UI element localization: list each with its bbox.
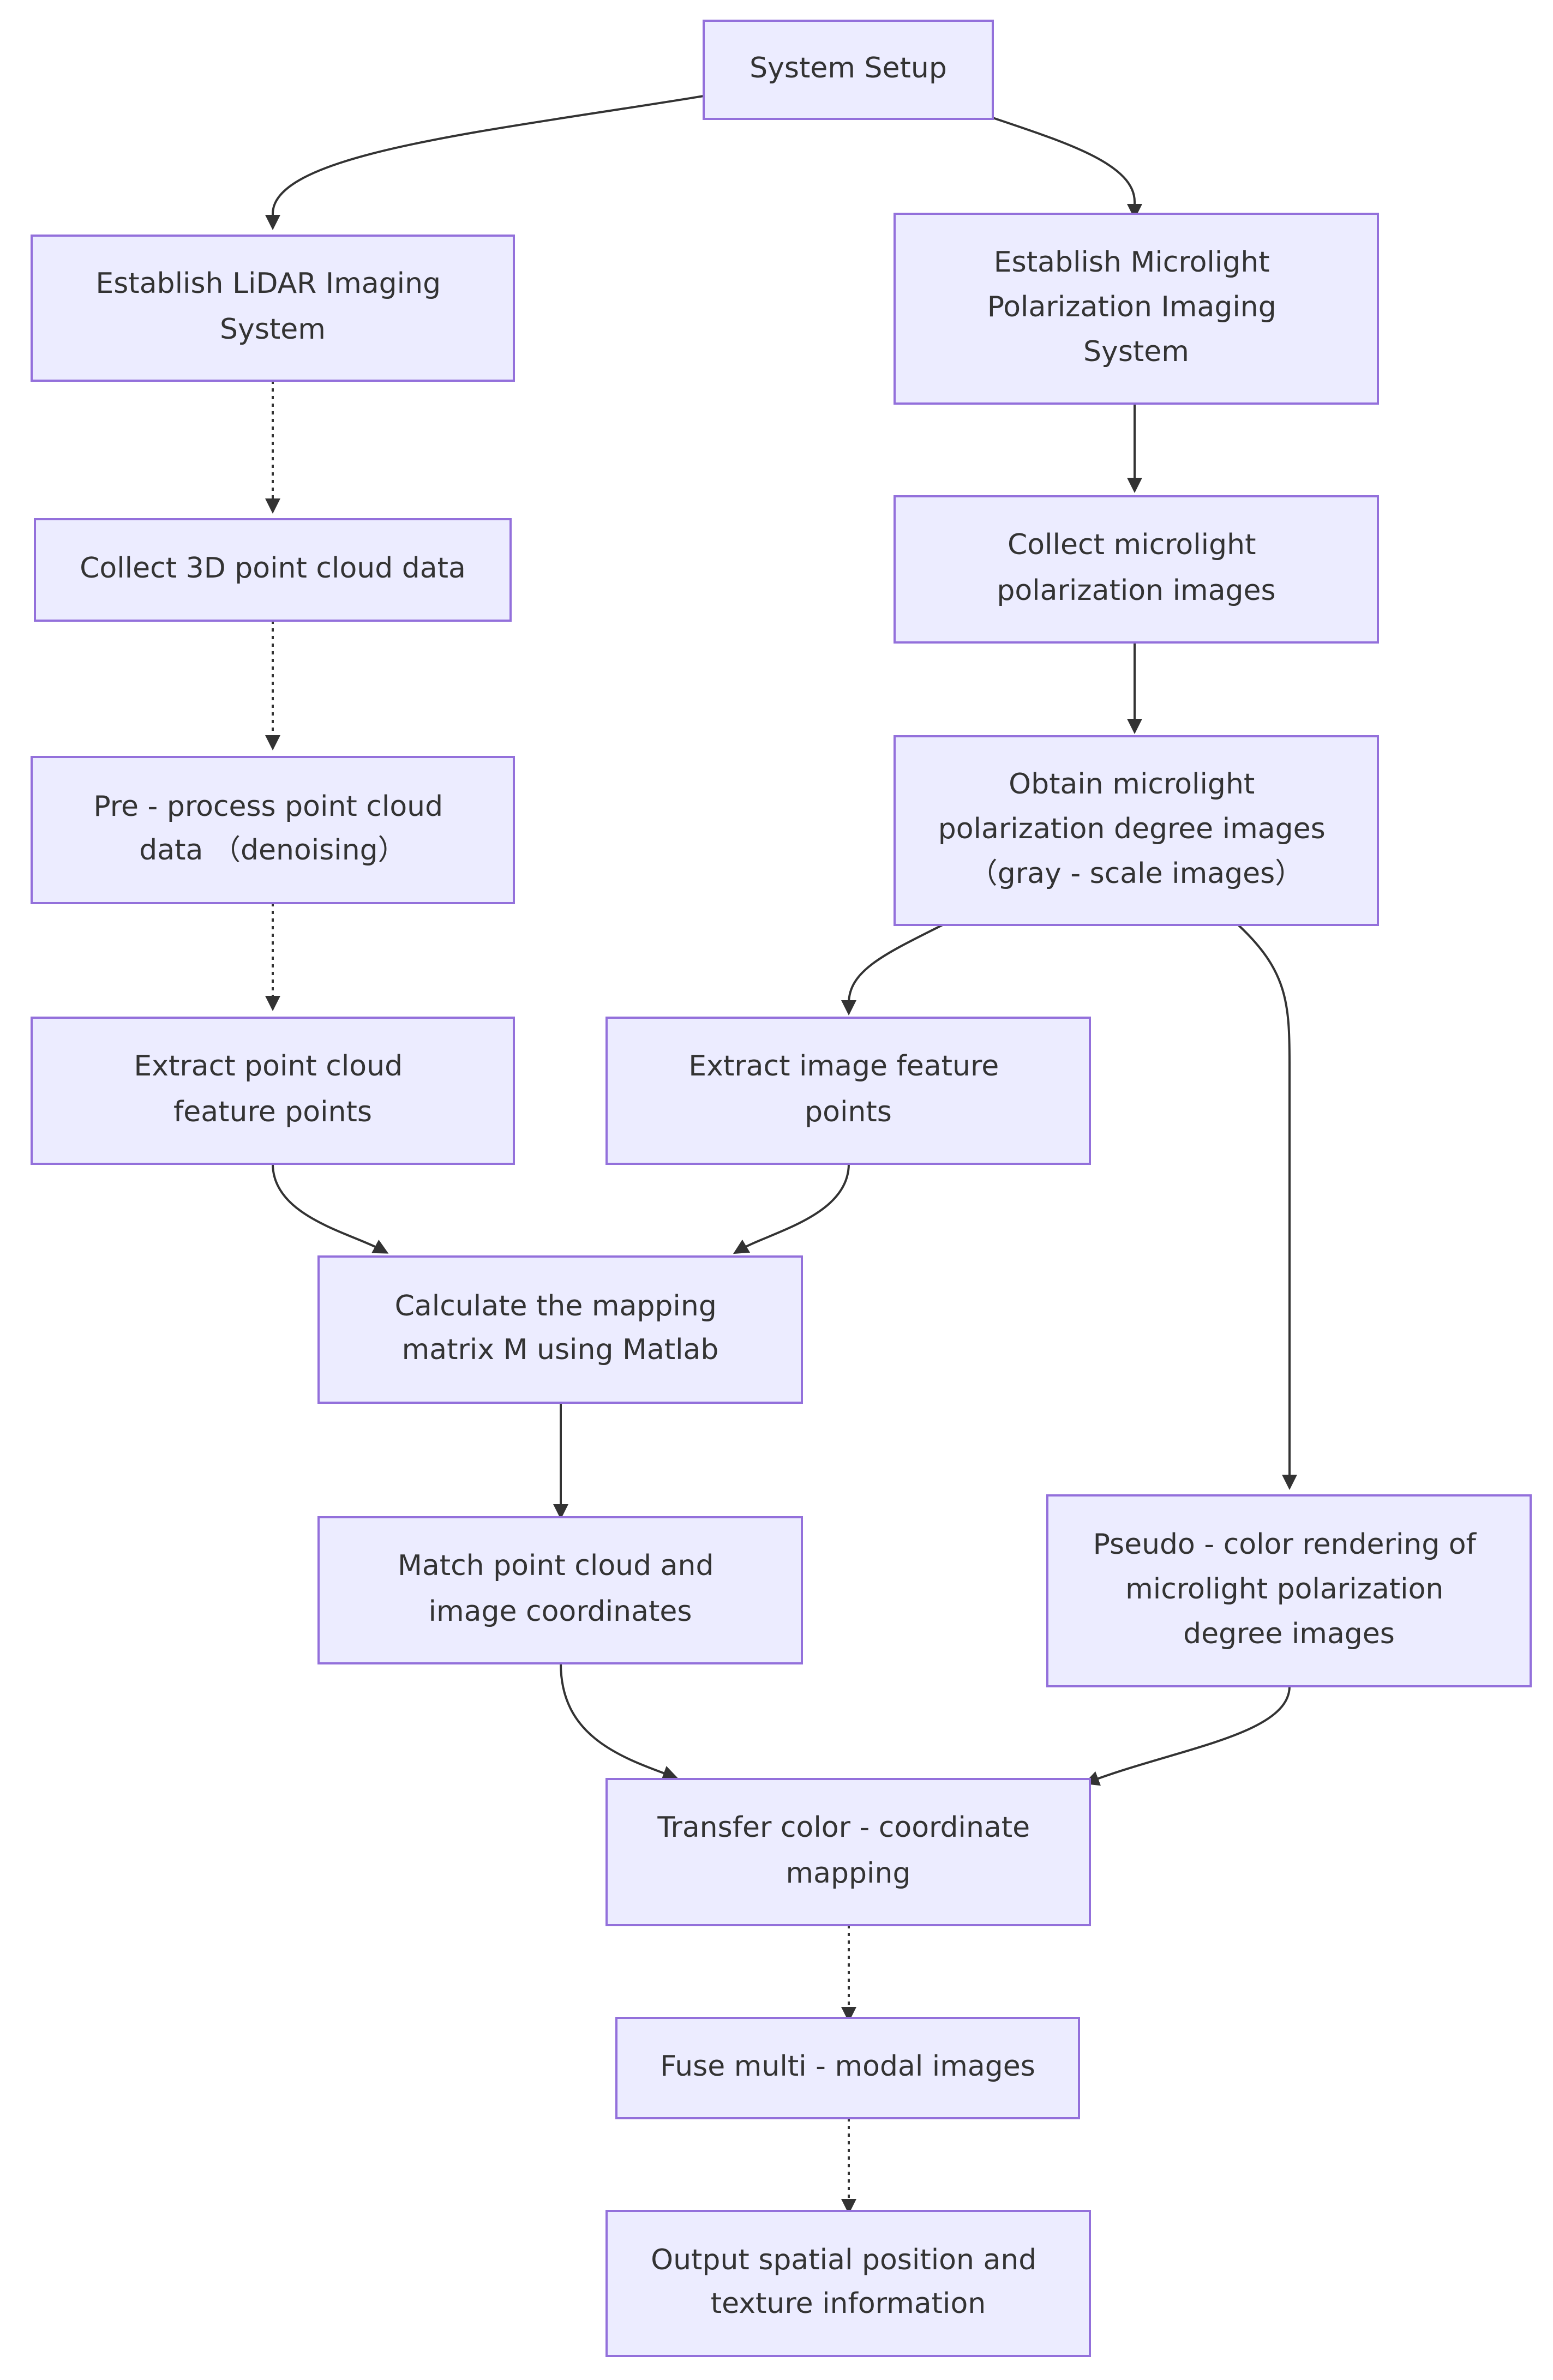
node-extract-img-features-line-1: Extract image feature — [688, 1050, 999, 1083]
node-pseudo-color-line-2: microlight polarization — [1125, 1573, 1443, 1606]
svg-text:Extract image feature: Extract image feature points — [688, 1050, 1008, 1128]
node-preprocess-line-2: data （denoising） — [139, 834, 406, 867]
node-fuse-line-1: Fuse multi - modal images — [660, 2050, 1035, 2083]
svg-text:Transfer color - coordinate: Transfer color - coordinate mapping — [657, 1811, 1039, 1890]
node-pseudo-color-line-3: degree images — [1183, 1618, 1395, 1650]
node-obtain-degree-line-1: Obtain microlight — [1009, 768, 1255, 801]
node-output-line-2: texture information — [711, 2287, 986, 2320]
node-collect-microlight-line-2: polarization images — [997, 574, 1275, 607]
svg-text:Extract point cloud fe: Extract point cloud feature points — [134, 1050, 411, 1128]
edge-match-to-transfer — [560, 1663, 679, 1781]
svg-text:Output spatial position and: Output spatial position and texture info… — [651, 2244, 1046, 2320]
svg-text:Obtain microlight pola: Obtain microlight polarization degree im… — [938, 768, 1335, 890]
nodes-layer: System Setup Establish LiDAR Imaging Sys… — [31, 20, 1532, 2357]
svg-text:Collect microlight pol: Collect microlight polarization images — [997, 528, 1275, 607]
node-system-setup-line-1: System Setup — [749, 52, 947, 85]
node-pseudo-color: Pseudo - color rendering of microlight p… — [1046, 1494, 1532, 1687]
svg-text:Calculate the mapping: Calculate the mapping matrix M using Mat… — [395, 1290, 726, 1366]
node-preprocess-line-1: Pre - process point cloud — [93, 790, 443, 823]
node-microlight-system-line-2: Polarization Imaging — [987, 291, 1276, 323]
node-calc-mapping-line-2: matrix M using Matlab — [402, 1333, 719, 1366]
node-microlight-system-line-3: System — [1083, 335, 1189, 368]
edge-setup-to-microlight — [992, 117, 1142, 219]
node-extract-img-features: Extract image feature points — [605, 1017, 1091, 1165]
node-output: Output spatial position and texture info… — [605, 2210, 1091, 2357]
node-match-coords-line-1: Match point cloud and — [398, 1549, 714, 1582]
svg-text:Pre - process point cloud: Pre - process point cloud data （denoisin… — [93, 790, 452, 867]
node-fuse: Fuse multi - modal images — [615, 2017, 1080, 2119]
node-extract-img-features-line-2: points — [805, 1096, 892, 1128]
node-match-coords: Match point cloud and image coordinates — [317, 1516, 803, 1664]
node-transfer-color-line-2: mapping — [786, 1857, 911, 1890]
node-system-setup: System Setup — [703, 20, 994, 120]
svg-text:Collect 3D point cloud data: Collect 3D point cloud data — [80, 552, 466, 585]
node-preprocess: Pre - process point cloud data （denoisin… — [31, 756, 515, 904]
node-collect-microlight: Collect microlight polarization images — [894, 495, 1379, 644]
node-extract-pc-features-line-2: feature points — [173, 1096, 372, 1128]
edge-extractpc-to-calc — [272, 1163, 389, 1254]
node-calc-mapping: Calculate the mapping matrix M using Mat… — [317, 1255, 803, 1404]
edge-obtain-to-extractimg — [841, 924, 943, 1015]
svg-text:Establish LiDAR Imaging: Establish LiDAR Imaging System — [95, 267, 449, 346]
edge-pseudo-to-transfer — [1083, 1686, 1291, 1786]
node-lidar-system-line-2: System — [220, 313, 326, 346]
node-collect-pointcloud-line-1: Collect 3D point cloud data — [80, 552, 466, 585]
edge-obtain-to-pseudo — [1237, 924, 1297, 1490]
node-lidar-system: Establish LiDAR Imaging System — [31, 235, 515, 382]
node-calc-mapping-line-1: Calculate the mapping — [395, 1290, 717, 1323]
node-microlight-system: Establish Microlight Polarization Imagin… — [894, 213, 1379, 405]
svg-text:Match point cloud and: Match point cloud and image coordinates — [398, 1549, 723, 1628]
edge-setup-to-lidar — [265, 95, 704, 230]
node-collect-pointcloud: Collect 3D point cloud data — [34, 518, 512, 622]
node-microlight-system-line-1: Establish Microlight — [994, 246, 1270, 279]
node-transfer-color-line-1: Transfer color - coordinate — [657, 1811, 1030, 1844]
svg-text:Pseudo - color rendering of: Pseudo - color rendering of microlight p… — [1093, 1528, 1485, 1650]
node-extract-pc-features: Extract point cloud feature points — [31, 1017, 515, 1165]
node-output-line-1: Output spatial position and — [651, 2244, 1036, 2276]
node-obtain-degree: Obtain microlight polarization degree im… — [894, 735, 1379, 926]
node-obtain-degree-line-3: （gray - scale images） — [969, 857, 1303, 890]
node-obtain-degree-line-2: polarization degree images — [938, 813, 1326, 845]
svg-text:Fuse multi - modal images: Fuse multi - modal images — [660, 2050, 1035, 2083]
edge-extractimg-to-calc — [733, 1163, 850, 1254]
node-lidar-system-line-1: Establish LiDAR Imaging — [95, 267, 441, 300]
node-transfer-color: Transfer color - coordinate mapping — [605, 1778, 1091, 1926]
node-pseudo-color-line-1: Pseudo - color rendering of — [1093, 1528, 1477, 1561]
node-extract-pc-features-line-1: Extract point cloud — [134, 1050, 403, 1083]
svg-text:Establish Microlight P: Establish Microlight Polarization Imagin… — [987, 246, 1286, 368]
edges-layer — [265, 95, 1297, 2214]
node-match-coords-line-2: image coordinates — [429, 1595, 692, 1628]
svg-text:System Setup: System Setup — [749, 52, 947, 85]
node-collect-microlight-line-1: Collect microlight — [1008, 528, 1256, 561]
